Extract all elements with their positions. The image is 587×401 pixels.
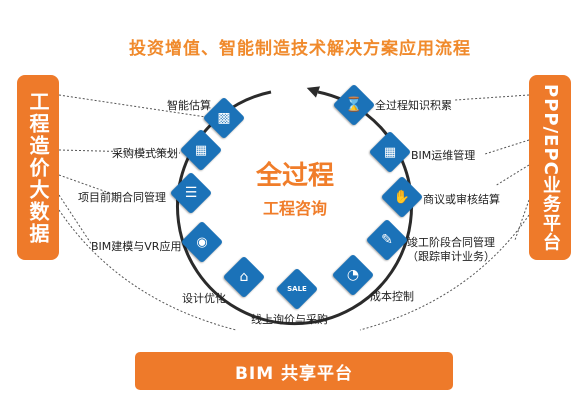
document-icon: ☰ bbox=[184, 185, 198, 201]
step-label-design: 设计优化 bbox=[182, 292, 226, 305]
step-node-design: ⌂ bbox=[222, 255, 266, 299]
step-node-cost-control: ◔ bbox=[331, 253, 375, 297]
contract-icon: ✎ bbox=[381, 232, 393, 248]
step-label-completion-line1: 竣工阶段合同管理 bbox=[407, 236, 495, 249]
step-label-online-purchase: 线上询价与采购 bbox=[251, 313, 328, 326]
step-label-bim-ops: BIM运维管理 bbox=[411, 149, 476, 162]
connector-line bbox=[494, 164, 530, 187]
right-platform-box: PPP/EPC业务平台 bbox=[529, 75, 571, 260]
bim-shared-platform-bar: BIM 共享平台 bbox=[135, 352, 453, 390]
sale-tag-icon: SALE bbox=[287, 285, 307, 293]
center-subtitle: 工程咨询 bbox=[262, 199, 327, 218]
step-node-knowledge: ⌛ bbox=[332, 83, 376, 127]
bim-shared-platform-label: BIM 共享平台 bbox=[234, 363, 354, 384]
step-label-contract: 项目前期合同管理 bbox=[78, 191, 166, 204]
step-label-completion-line2: （跟踪审计业务） bbox=[407, 250, 495, 263]
bar-chart-icon: ▩ bbox=[217, 110, 231, 126]
step-label-cost-control: 成本控制 bbox=[370, 290, 414, 303]
connector-line bbox=[58, 149, 181, 154]
step-node-online-purchase: SALE bbox=[275, 267, 319, 311]
building-icon: ▦ bbox=[194, 142, 208, 158]
step-node-settlement: ✋ bbox=[380, 175, 424, 219]
connector-line bbox=[58, 194, 93, 246]
left-platform-label: 工程造价大数据 bbox=[26, 90, 50, 245]
connector-line bbox=[454, 94, 530, 101]
center-title: 全过程 bbox=[255, 161, 334, 191]
left-connectors bbox=[58, 94, 237, 331]
connector-line bbox=[58, 174, 119, 197]
connector-line bbox=[359, 214, 530, 331]
ring-arrowhead bbox=[306, 86, 321, 98]
connector-line bbox=[484, 139, 530, 155]
step-node-contract: ☰ bbox=[169, 171, 213, 215]
step-label-knowledge: 全过程知识积累 bbox=[375, 99, 452, 112]
right-connectors bbox=[359, 94, 530, 331]
connector-line bbox=[58, 94, 207, 118]
step-node-procurement-mode: ▦ bbox=[179, 128, 223, 172]
step-label-estimate: 智能估算 bbox=[167, 99, 211, 112]
diagram-title: 投资增值、智能制造技术解决方案应用流程 bbox=[129, 39, 471, 59]
left-platform-box: 工程造价大数据 bbox=[17, 75, 59, 260]
step-label-settlement: 商议或审核结算 bbox=[423, 193, 500, 206]
step-node-completion: ✎ bbox=[365, 218, 409, 262]
right-platform-label: PPP/EPC业务平台 bbox=[540, 83, 561, 252]
buildings-icon: ▦ bbox=[383, 144, 397, 160]
home-icon: ⌂ bbox=[239, 269, 249, 285]
vr-headset-icon: ◉ bbox=[196, 234, 208, 250]
connector-line bbox=[514, 199, 530, 241]
step-node-bim-ops: ▦ bbox=[368, 130, 412, 174]
pie-chart-icon: ◔ bbox=[346, 267, 360, 283]
step-label-procurement-mode: 采购模式策划 bbox=[112, 147, 178, 160]
handshake-icon: ✋ bbox=[393, 189, 411, 205]
hourglass-icon: ⌛ bbox=[345, 97, 363, 113]
step-label-bim-vr: BIM建模与VR应用 bbox=[91, 240, 182, 253]
step-label-completion: 竣工阶段合同管理 （跟踪审计业务） bbox=[407, 236, 495, 264]
step-node-bim-vr: ◉ bbox=[180, 220, 224, 264]
